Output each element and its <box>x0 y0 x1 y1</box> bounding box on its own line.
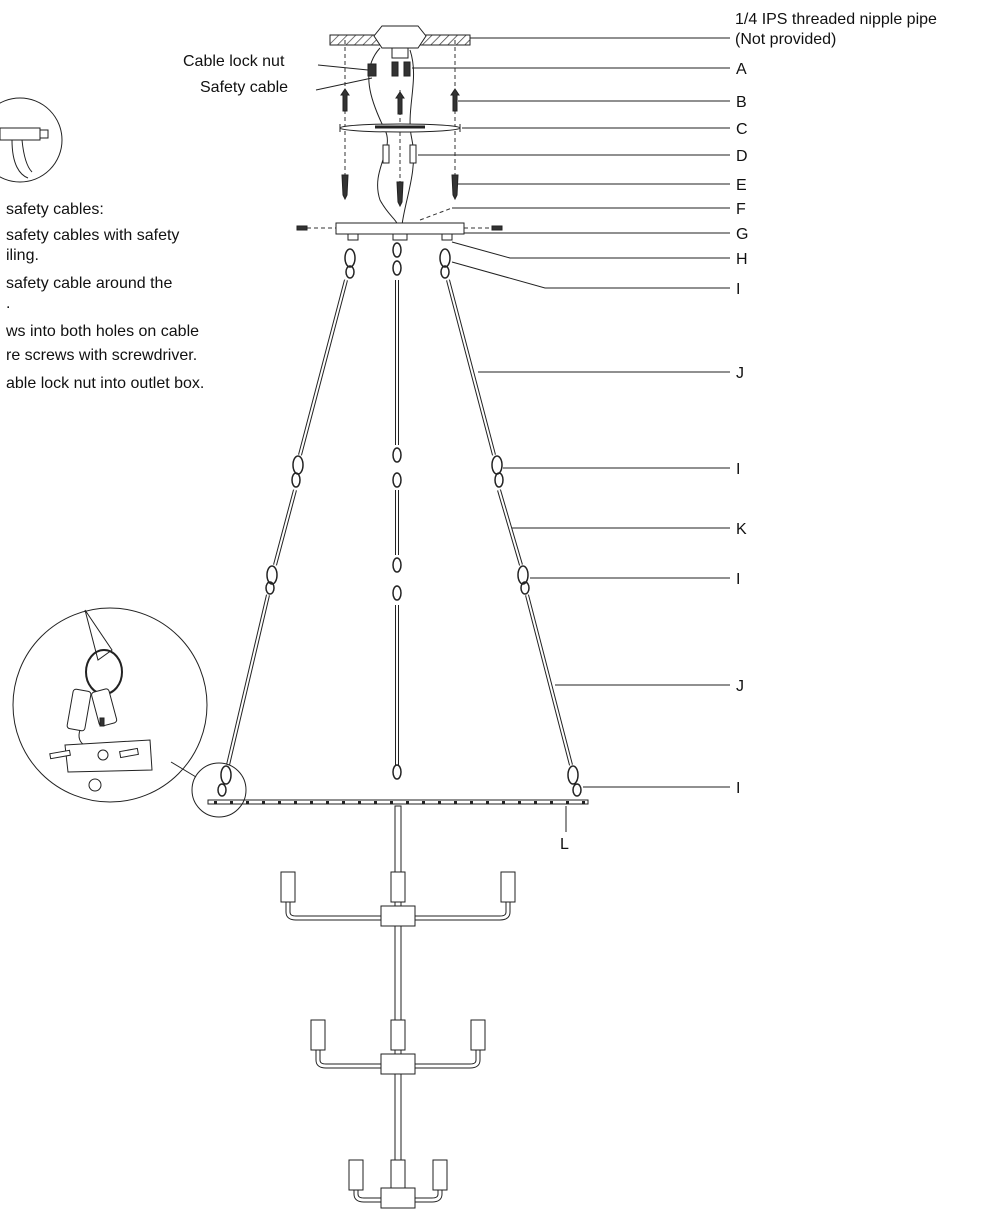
ring-hook <box>518 801 521 804</box>
ring-hook <box>374 801 377 804</box>
ring-hook <box>566 801 569 804</box>
ring-hook <box>438 801 441 804</box>
callout-F: F <box>736 201 746 218</box>
ring-hook <box>326 801 329 804</box>
callout-B: B <box>736 94 747 111</box>
callout-A: A <box>736 61 747 78</box>
center-column <box>394 805 402 1177</box>
ring-hook <box>214 801 217 804</box>
ring-hook <box>246 801 249 804</box>
callout-safety-cable: Safety cable <box>200 79 288 96</box>
ring-hook <box>534 801 537 804</box>
callout-L: L <box>560 836 569 853</box>
ring-hook <box>406 801 409 804</box>
callout-pipe-line2: (Not provided) <box>735 31 836 48</box>
callout-K: K <box>736 521 747 538</box>
ring-hook <box>390 801 393 804</box>
candle-socket <box>310 1019 326 1051</box>
callout-I-3: I <box>736 571 740 588</box>
ring-hook <box>502 801 505 804</box>
ring-hook <box>582 801 585 804</box>
safety-cable-instructions: safety cables: safety cables with safety… <box>5 201 204 392</box>
instruction-line-1: safety cables: <box>6 201 104 218</box>
instruction-line-4: safety cable around the <box>6 275 172 292</box>
ring-hook <box>486 801 489 804</box>
instruction-line-3: iling. <box>6 247 39 264</box>
instruction-line-8: able lock nut into outlet box. <box>6 375 204 392</box>
ring-hook <box>550 801 553 804</box>
instruction-line-5: . <box>6 295 10 312</box>
mounting-screws <box>340 40 460 208</box>
candle-socket <box>500 871 516 903</box>
detail-magnifier-icon <box>0 97 247 818</box>
callout-H: H <box>736 251 748 268</box>
candle-socket <box>390 871 406 903</box>
instruction-line-6: ws into both holes on cable <box>5 323 199 340</box>
ring-hook <box>454 801 457 804</box>
mounting-bracket <box>339 123 461 133</box>
callout-pipe-line1: 1/4 IPS threaded nipple pipe <box>735 11 937 28</box>
safety-cable-assembly <box>367 47 415 226</box>
ring-hook <box>342 801 345 804</box>
instruction-line-2: safety cables with safety <box>6 227 179 244</box>
ring-hook <box>310 801 313 804</box>
candle-socket <box>432 1159 448 1191</box>
candle-socket <box>390 1159 406 1191</box>
callout-I-4: I <box>736 780 740 797</box>
callout-J-1: J <box>736 365 744 382</box>
ring-hook <box>358 801 361 804</box>
shackle-icon <box>217 242 582 797</box>
ring-hook <box>262 801 265 804</box>
ceiling-mount-icon <box>329 25 471 59</box>
ring-hook <box>470 801 473 804</box>
callout-D: D <box>736 148 748 165</box>
candle-socket-icon <box>280 871 516 1209</box>
callout-E: E <box>736 177 747 194</box>
ring-hook <box>422 801 425 804</box>
suspension-rods <box>226 279 573 766</box>
callout-J-2: J <box>736 678 744 695</box>
candle-socket <box>348 1159 364 1191</box>
callout-I-1: I <box>736 281 740 298</box>
callout-cable-lock-nut: Cable lock nut <box>183 53 285 70</box>
callout-G: G <box>736 226 748 243</box>
canopy-icon <box>335 222 465 241</box>
instruction-line-7: re screws with screwdriver. <box>6 347 197 364</box>
candle-socket <box>280 871 296 903</box>
ring-hook <box>278 801 281 804</box>
candle-socket <box>390 1019 406 1051</box>
crystal-ring <box>207 799 589 805</box>
candle-socket <box>470 1019 486 1051</box>
ring-hook <box>294 801 297 804</box>
callout-I-2: I <box>736 461 740 478</box>
callout-leaders <box>315 37 730 832</box>
ring-hook <box>230 801 233 804</box>
callout-C: C <box>736 121 748 138</box>
callout-labels: 1/4 IPS threaded nipple pipe (Not provid… <box>183 11 937 853</box>
